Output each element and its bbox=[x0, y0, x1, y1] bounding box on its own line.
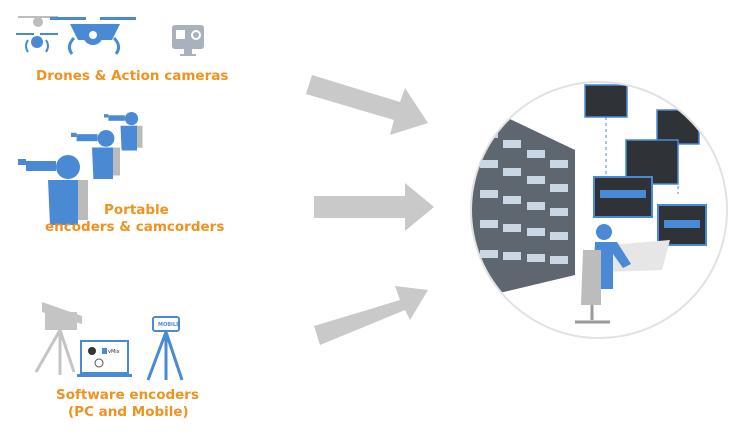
arrows bbox=[306, 75, 434, 345]
laptop-icon: vMix bbox=[77, 340, 132, 377]
drones-label: Drones & Action cameras bbox=[36, 68, 229, 84]
arrow-middle bbox=[314, 183, 434, 231]
portable-label-line1: Portable bbox=[104, 202, 169, 218]
software-label-line1: Software encoders bbox=[56, 387, 199, 403]
broadcast-control-room-icon bbox=[470, 81, 728, 339]
action-camera-icon bbox=[172, 25, 204, 56]
arrow-top bbox=[306, 75, 428, 135]
mobile-tripod-icon: MOBILE bbox=[146, 316, 184, 381]
arrow-bottom bbox=[314, 286, 428, 345]
mobile-screen-text: MOBILE bbox=[158, 322, 180, 328]
vmix-logo-text: vMix bbox=[108, 349, 120, 355]
portable-label-line2: encoders & camcorders bbox=[45, 219, 225, 235]
drone-icon bbox=[16, 16, 136, 55]
software-label-line2: (PC and Mobile) bbox=[68, 404, 189, 420]
camera-operator-icon bbox=[18, 112, 143, 225]
camcorder-tripod-icon bbox=[34, 302, 82, 375]
